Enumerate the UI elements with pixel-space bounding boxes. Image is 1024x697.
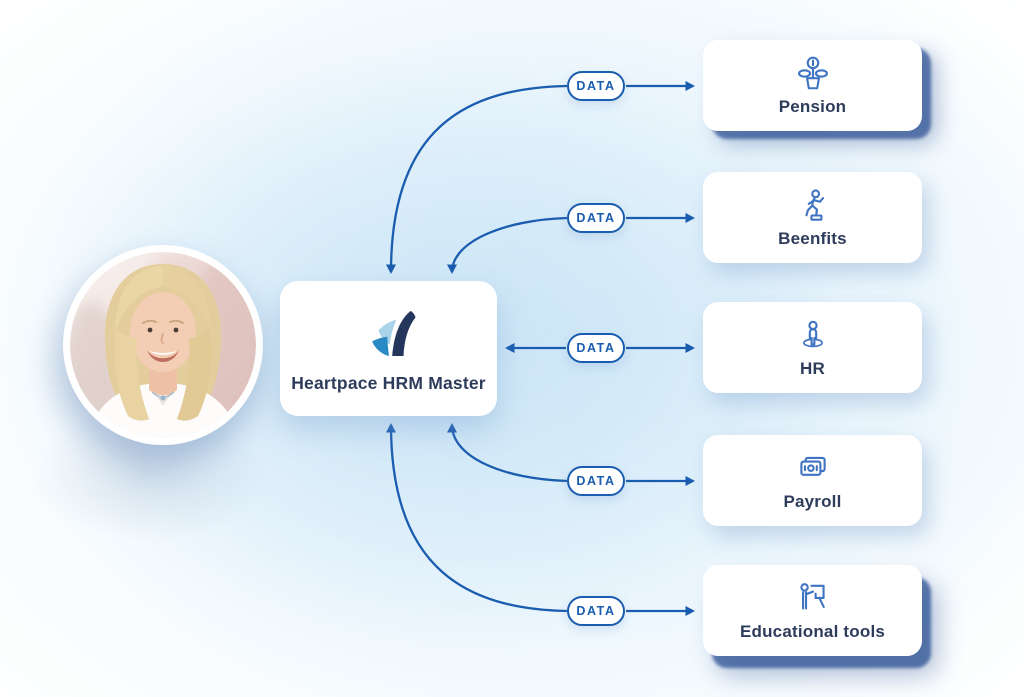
node-label: Beenfits <box>778 228 847 248</box>
user-portrait <box>63 245 263 445</box>
benefits-runner-icon <box>804 188 824 221</box>
hrm-master-card: Heartpace HRM Master <box>280 281 497 416</box>
heartpace-logo-icon <box>371 310 416 356</box>
data-pill-hr: DATA <box>567 333 625 363</box>
node-label: Pension <box>778 96 847 116</box>
data-pill-pension: DATA <box>567 71 625 101</box>
node-card-payroll: Payroll <box>703 435 922 526</box>
connector-educational <box>386 423 695 616</box>
data-pill-benefits: DATA <box>567 203 625 233</box>
connector-pension <box>386 81 695 274</box>
node-card-hr: HR <box>703 302 922 393</box>
hrm-master-title: Heartpace HRM Master <box>291 372 486 393</box>
node-label: HR <box>800 358 825 378</box>
data-pill-educational: DATA <box>567 596 625 626</box>
educational-presenter-icon <box>799 582 825 610</box>
hr-person-icon <box>802 320 823 347</box>
payroll-banknotes-icon <box>799 456 826 476</box>
portrait-illustration <box>70 252 256 438</box>
node-card-educational: Educational tools <box>703 565 922 656</box>
node-card-benefits: Beenfits <box>703 172 922 263</box>
data-pill-payroll: DATA <box>567 466 625 496</box>
node-label: Educational tools <box>739 621 886 641</box>
pension-plant-coin-icon <box>797 56 828 89</box>
node-card-pension: Pension <box>703 40 922 131</box>
node-label: Payroll <box>783 491 842 511</box>
